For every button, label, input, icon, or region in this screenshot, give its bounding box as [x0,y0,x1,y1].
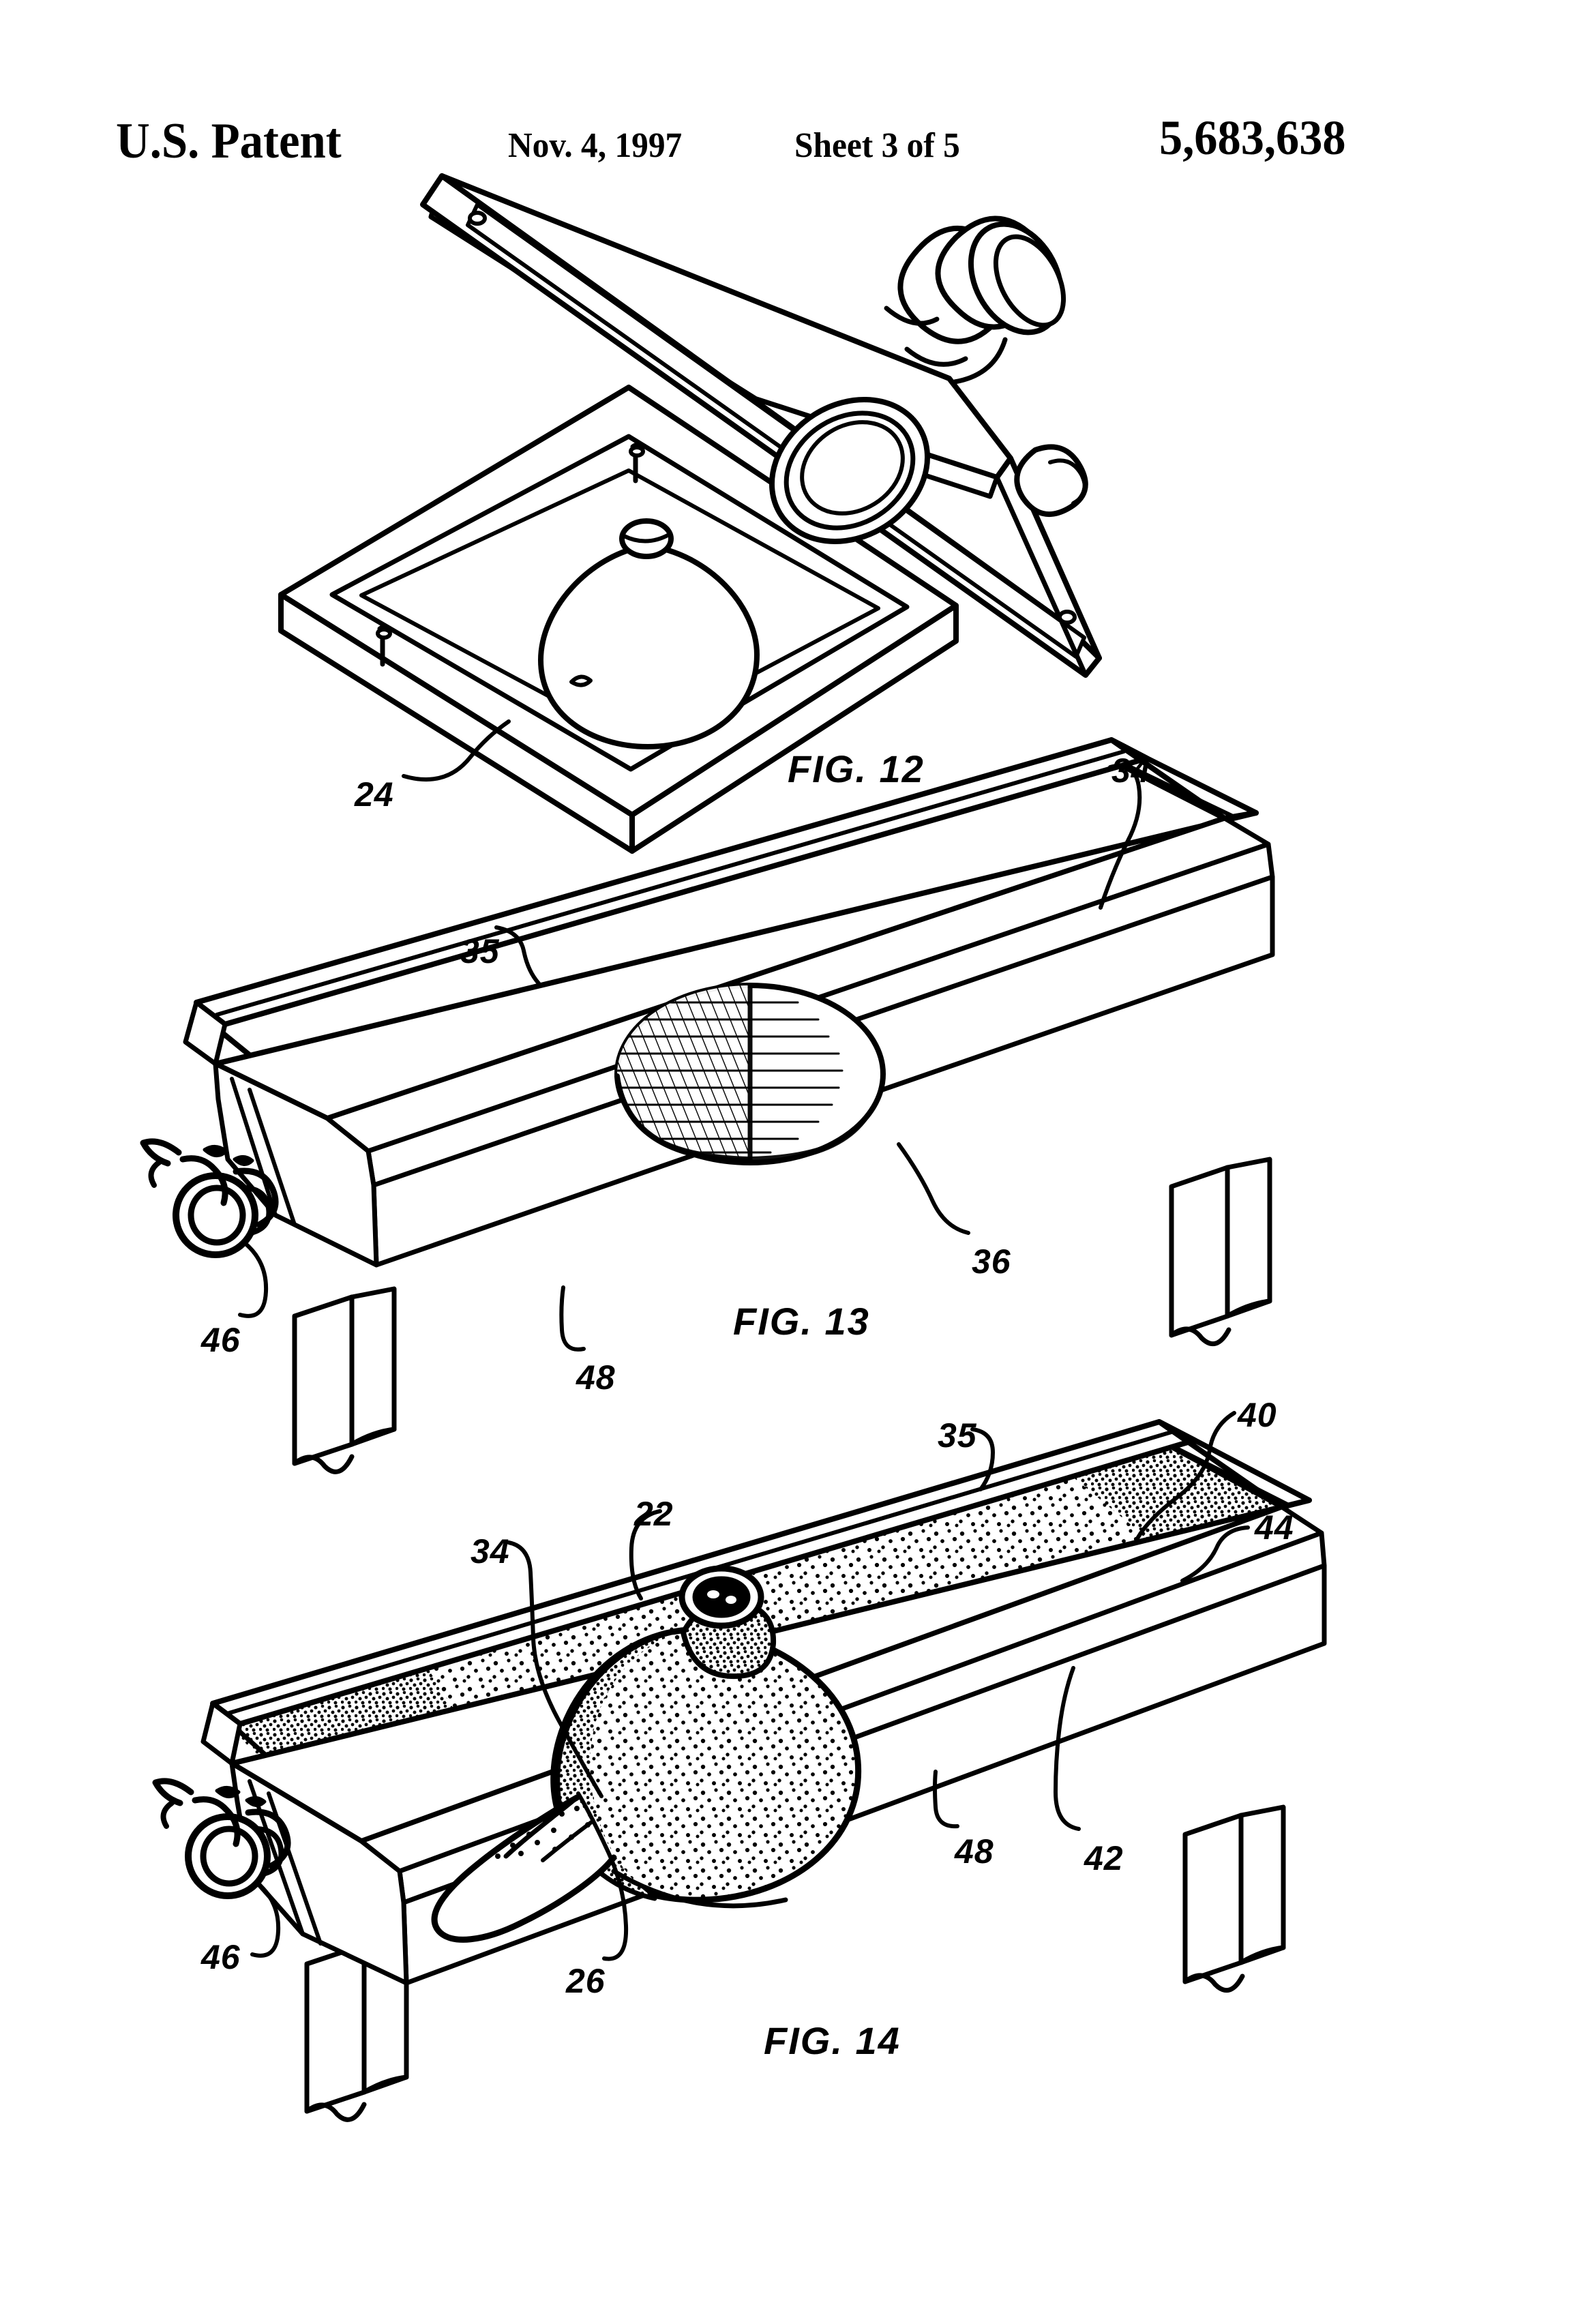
ref-label-40-fig14: 40 [1238,1396,1277,1434]
leader-35-14 [970,1427,995,1491]
sheet-number: Sheet 3 of 5 [794,126,960,165]
leader-22-14 [629,1509,662,1600]
leader-40-14 [1135,1411,1236,1540]
leader-42-14 [1054,1666,1081,1831]
patent-number: 5,683,638 [1159,110,1346,165]
ref-label-48-fig14: 48 [955,1832,994,1871]
valve-seat-ring [768,397,931,544]
ref-label-26-fig14: 26 [566,1962,606,2000]
patent-header: U.S. Patent Nov. 4, 1997 Sheet 3 of 5 5,… [0,0,1582,205]
ref-label-42-fig14: 42 [1084,1839,1124,1877]
bladder-fig14 [431,1565,862,1943]
figure-caption-14: FIG. 14 [764,2019,901,2062]
tail-stipple [495,1806,591,1859]
circular-disc-36 [614,983,886,1165]
ref-label-34-fig13: 34 [1111,751,1151,790]
ref-label-36-fig13: 36 [972,1242,1011,1281]
leader-48-14 [933,1770,959,1829]
ref-label-24: 24 [355,775,394,814]
ref-label-35-fig14: 35 [938,1416,977,1455]
ref-label-34-fig14: 34 [471,1532,510,1570]
figure-12 [278,173,1102,854]
ref-label-22-fig14: 22 [634,1495,674,1533]
leader-24 [402,719,511,782]
ref-label-46-fig13: 46 [201,1321,241,1359]
figure-caption-13: FIG. 13 [733,1300,870,1343]
latch-tab [1014,444,1088,517]
patent-office-title: U.S. Patent [116,113,342,169]
locating-pin-left [376,624,392,667]
ref-label-48-fig13: 48 [576,1358,616,1397]
locating-pin-rear [629,442,645,483]
leader-44-14 [1180,1525,1250,1583]
bladder-fig12 [538,518,760,749]
leader-36-13 [897,1142,970,1235]
valve-clamp-assembly-13 [140,1138,279,1318]
ref-label-46-fig14: 46 [201,1938,241,1976]
figure-14 [152,1411,1327,2122]
table-legs-14 [304,1804,1286,2122]
leader-26-14 [576,1791,629,1961]
figure-13 [140,737,1275,1474]
valve-dome-fitting [884,215,1066,385]
ref-label-44-fig14: 44 [1255,1508,1294,1547]
leader-34-13 [1099,763,1142,910]
figure-caption-12: FIG. 12 [788,747,925,790]
leader-35-13 [494,925,541,985]
ref-label-35-fig13: 35 [460,932,500,970]
leader-34-14 [507,1540,603,1798]
leader-48-13 [559,1285,586,1352]
valve-clamp-assembly-14 [152,1778,291,1958]
table-legs-13 [292,1157,1272,1474]
patent-date: Nov. 4, 1997 [508,126,683,165]
